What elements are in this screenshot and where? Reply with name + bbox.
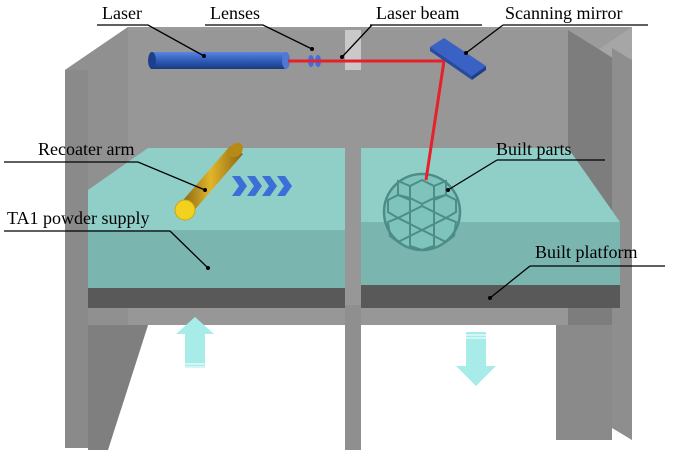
laser-beam xyxy=(288,59,446,181)
label-powder-supply: TA1 powder supply xyxy=(7,208,150,228)
supply-bed-base xyxy=(88,288,345,308)
leader-lines xyxy=(4,24,665,300)
chamber-divider xyxy=(345,305,361,450)
label-lenses: Lenses xyxy=(210,3,260,23)
built-part-sphere xyxy=(382,172,462,252)
supply-bed-front xyxy=(88,230,345,288)
label-built-parts: Built parts xyxy=(496,139,572,159)
chamber-divider-top xyxy=(345,30,361,70)
arrow-down-icon xyxy=(456,332,496,386)
chamber-front-left xyxy=(65,70,88,448)
label-scanning-mirror: Scanning mirror xyxy=(505,3,622,23)
chamber-right-wall-front xyxy=(612,48,632,440)
supply-cavity-shade xyxy=(88,325,148,450)
label-built-platform: Built platform xyxy=(535,242,638,262)
label-laser-beam: Laser beam xyxy=(376,3,459,23)
recoater-arm xyxy=(174,142,243,221)
label-recoater-arm: Recoater arm xyxy=(38,139,134,159)
scanning-mirror xyxy=(430,38,486,80)
supply-cavity xyxy=(108,325,345,450)
chamber-floor xyxy=(556,325,612,440)
arrow-up-icon xyxy=(176,317,214,368)
chevron-right-icon xyxy=(232,176,292,196)
laser-source xyxy=(148,52,290,69)
platform-cavity xyxy=(361,325,556,450)
label-laser: Laser xyxy=(102,3,142,23)
